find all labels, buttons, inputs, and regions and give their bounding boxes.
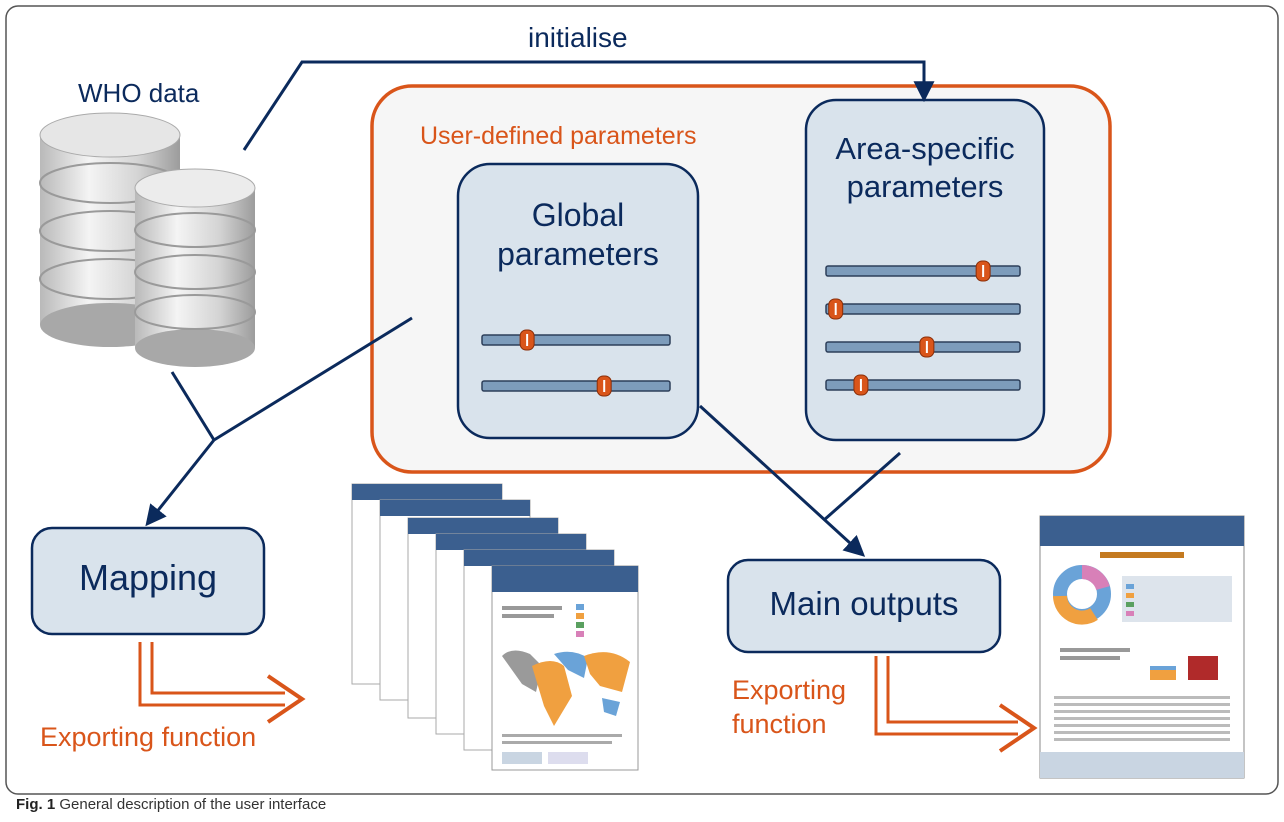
export-label-left: Exporting function [40, 722, 257, 752]
area-parameters-label: Area-specific parameters [835, 131, 1015, 204]
to-main-outputs-arrow [698, 404, 866, 557]
main-outputs-label: Main outputs [769, 585, 959, 622]
figure-caption: Fig. 1 General description of the user i… [16, 796, 327, 813]
to-mapping-arrow [145, 439, 216, 527]
database-icon [39, 112, 256, 367]
global-parameters-box [456, 162, 700, 440]
area-slider-track[interactable] [825, 379, 1021, 391]
export-arrow-left [138, 642, 306, 724]
db-connector [170, 371, 216, 441]
initialise-label: initialise [528, 22, 628, 53]
map-documents-stack [351, 483, 639, 771]
area-slider-track[interactable] [825, 303, 1021, 315]
who-data-label: WHO data [78, 78, 200, 108]
export-arrow-right [874, 656, 1038, 753]
main-output-document [1039, 515, 1245, 779]
area-sliders [825, 260, 1021, 396]
area-slider-track[interactable] [825, 265, 1021, 277]
global-slider-track[interactable] [481, 334, 671, 346]
export-label-right: Exporting function [732, 675, 847, 739]
global-slider-track[interactable] [481, 380, 671, 392]
user-defined-label: User-defined parameters [420, 122, 697, 150]
area-connector [823, 451, 901, 522]
mapping-label: Mapping [78, 557, 218, 598]
global-connector [213, 316, 413, 442]
global-parameters-label: Global parameters [497, 197, 659, 273]
global-sliders [481, 329, 671, 397]
mapping-box [30, 526, 266, 636]
main-outputs-box [726, 558, 1002, 654]
initialise-arrow [242, 60, 935, 151]
